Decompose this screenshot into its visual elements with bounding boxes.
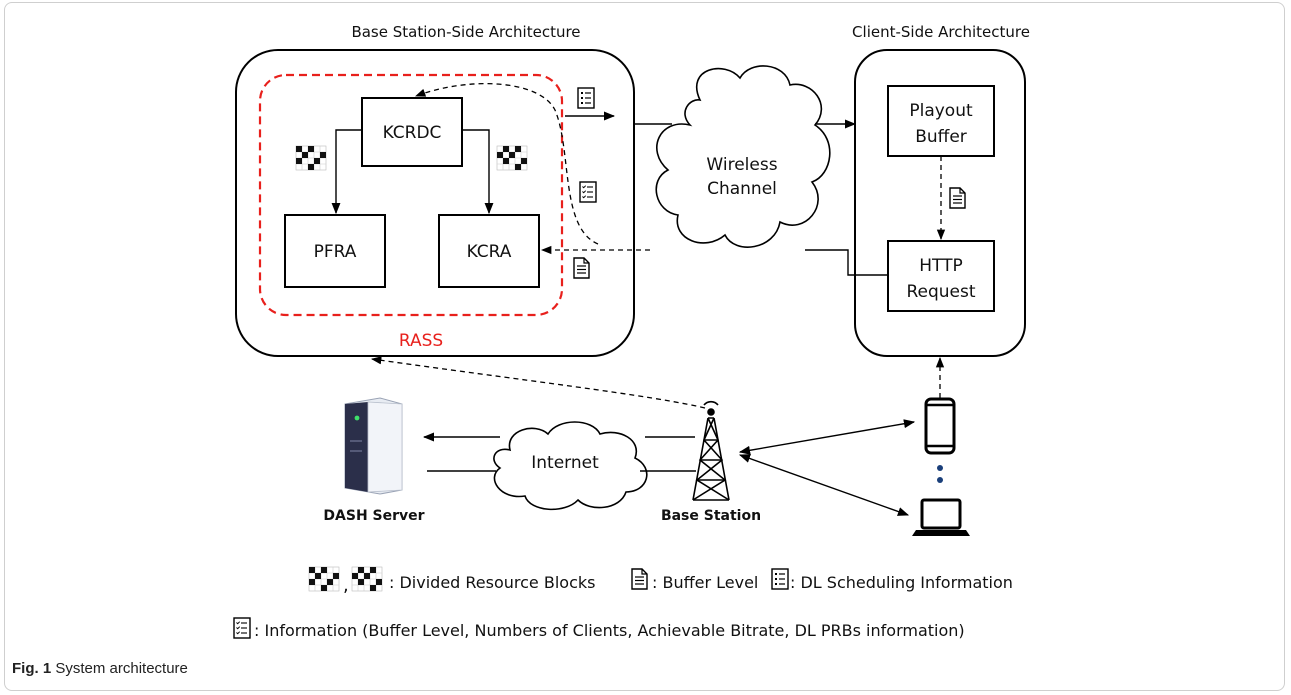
kcrdc-to-kcra-arrow: [462, 129, 494, 215]
http-request-box: [887, 240, 995, 312]
client-side-title: Client-Side Architecture: [852, 23, 1030, 41]
kcra-label: KCRA: [467, 242, 512, 262]
pfra-box: [284, 214, 386, 288]
pfra-label: PFRA: [314, 242, 357, 262]
dash-server-icon: [344, 397, 403, 495]
wireless-channel-cloud: [655, 65, 831, 248]
wireless-label-line2: Channel: [707, 179, 777, 199]
figure-caption-text: System architecture: [55, 660, 188, 677]
legend-buffer-level: : Buffer Level: [652, 573, 758, 592]
http-to-wireless-line: [805, 249, 888, 276]
base-station-side-box: [235, 49, 635, 357]
bs-to-laptop-arrow: [738, 454, 910, 516]
kcra-box: [438, 214, 540, 288]
buffer-level-icon: [573, 257, 590, 279]
base-station-side-title: Base Station-Side Architecture: [351, 23, 580, 41]
buffer-level-icon: [949, 187, 966, 209]
dash-server-label: DASH Server: [323, 508, 424, 524]
http-label-line1: HTTP: [919, 256, 963, 276]
internet-cloud: [493, 421, 648, 511]
ellipsis-dot: [937, 477, 943, 483]
base-station-label: Base Station: [661, 508, 761, 524]
client-side-box: [854, 49, 1026, 357]
figure-frame: [4, 2, 1285, 691]
smartphone-icon: [924, 397, 956, 455]
dl-scheduling-icon: [577, 87, 595, 109]
kcrdc-box: [361, 97, 463, 167]
laptop-icon: [912, 498, 970, 536]
divided-resource-blocks-icon: [496, 145, 528, 171]
base-station-to-rass-arrow: [370, 356, 706, 409]
legend-buffer-level-icon: [631, 568, 648, 590]
information-icon: [579, 181, 597, 203]
rass-label: RASS: [399, 331, 443, 351]
legend-information: : Information (Buffer Level, Numbers of …: [254, 621, 965, 640]
legend-grid-icon: [308, 566, 340, 592]
ellipsis-dot: [937, 465, 943, 471]
wireless-label-line1: Wireless: [706, 155, 777, 175]
legend-dl-scheduling-icon: [771, 568, 789, 590]
legend-comma: ,: [343, 575, 349, 596]
internet-label: Internet: [531, 453, 599, 473]
legend-divided-blocks: : Divided Resource Blocks: [389, 573, 595, 592]
legend-information-icon: [233, 617, 251, 639]
playout-label-line1: Playout: [909, 101, 973, 121]
divided-resource-blocks-icon: [295, 145, 327, 171]
figure-caption: Fig. 1 System architecture: [12, 660, 188, 677]
kcrdc-to-pfra-arrow: [331, 129, 362, 215]
rass-box: [258, 73, 564, 317]
figure-number: Fig. 1: [12, 660, 52, 677]
http-label-line2: Request: [906, 282, 975, 302]
legend-grid-icon: [351, 566, 383, 592]
base-station-tower-icon: [692, 400, 730, 501]
playout-label-line2: Buffer: [915, 127, 967, 147]
feedback-to-kcrdc-arrow: [415, 83, 599, 245]
kcrdc-label: KCRDC: [383, 123, 442, 143]
bs-to-phone-arrow: [738, 419, 916, 455]
playout-buffer-box: [887, 85, 995, 157]
legend-dl-scheduling: : DL Scheduling Information: [790, 573, 1013, 592]
